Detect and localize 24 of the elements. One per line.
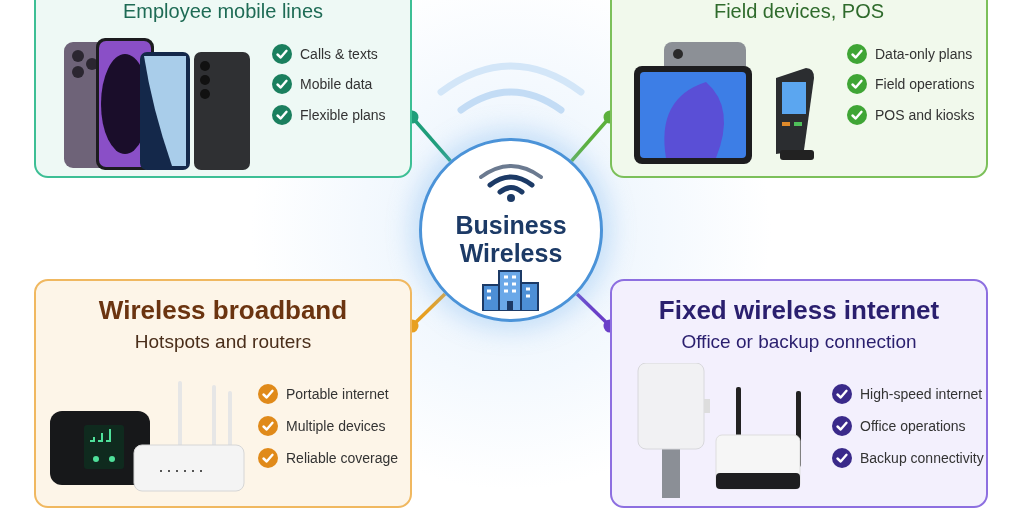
- service-card: [610, 0, 988, 178]
- card-heading: Field devices, POS: [712, 0, 886, 23]
- feature-text: Portable internet: [286, 386, 389, 402]
- hub-circle: [419, 138, 603, 322]
- hub-title: Business Wireless: [454, 211, 568, 267]
- feature-text: Multiple devices: [286, 418, 386, 434]
- feature-text: Office operations: [860, 418, 966, 434]
- feature-text: Calls & texts: [300, 46, 378, 62]
- feature-text: High-speed internet: [860, 386, 983, 402]
- card-heading: Wireless broadband: [97, 295, 349, 326]
- feature-text: Backup connectivity: [860, 450, 984, 466]
- feature-text: POS and kiosks: [875, 107, 975, 123]
- card-subheading: Hotspots and routers: [133, 331, 313, 353]
- feature-text: Data-only plans: [875, 46, 973, 62]
- card-heading: Employee mobile lines: [121, 0, 325, 23]
- service-card: [610, 279, 988, 508]
- service-card: [34, 279, 412, 508]
- card-subheading: Office or backup connection: [680, 331, 918, 353]
- service-card: [34, 0, 412, 178]
- feature-text: Flexible plans: [300, 107, 386, 123]
- feature-text: Reliable coverage: [286, 450, 399, 466]
- feature-text: Mobile data: [300, 76, 373, 92]
- card-heading: Fixed wireless internet: [657, 295, 941, 326]
- feature-text: Field operations: [875, 76, 975, 92]
